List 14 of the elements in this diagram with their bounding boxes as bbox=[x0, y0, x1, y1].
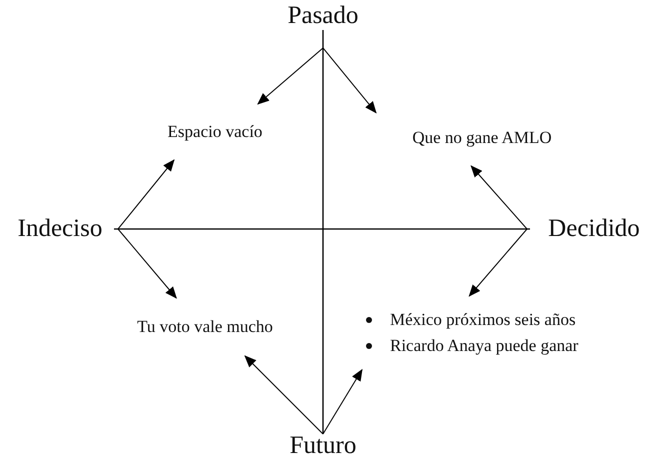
arrow bbox=[322, 368, 363, 434]
quadrant-label: Tu voto vale mucho bbox=[137, 317, 273, 337]
axis-pole-label: Pasado bbox=[288, 2, 358, 30]
axis-pole-label: Indeciso bbox=[18, 215, 102, 243]
quadrant-label: Que no gane AMLO bbox=[412, 128, 552, 148]
quadrant-label: Espacio vacío bbox=[168, 122, 262, 142]
axis-pole-label: Futuro bbox=[290, 432, 356, 459]
arrow bbox=[322, 30, 377, 114]
axis-pole-label: Decidido bbox=[548, 215, 640, 243]
arrow bbox=[468, 228, 530, 297]
bullet-text: México próximos seis años bbox=[390, 309, 576, 331]
bullet-text: Ricardo Anaya puede ganar bbox=[390, 335, 578, 357]
arrow bbox=[114, 228, 177, 299]
arrow bbox=[244, 355, 324, 434]
